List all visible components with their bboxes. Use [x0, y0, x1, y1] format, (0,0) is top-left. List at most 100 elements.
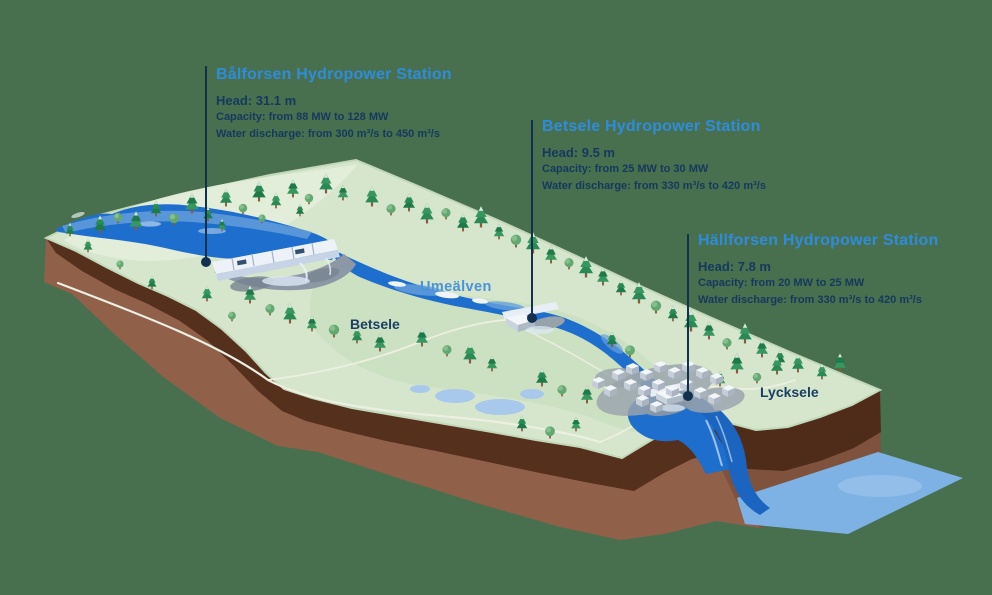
- conifer-tree: [493, 223, 505, 240]
- conifer-tree: [403, 193, 415, 212]
- conifer-tree: [667, 305, 679, 322]
- station-label-betsele: Betsele Hydropower Station Head: 9.5 m C…: [542, 118, 766, 194]
- conifer-tree: [606, 331, 618, 348]
- deciduous-tree: [304, 193, 314, 205]
- building: [694, 387, 707, 399]
- deciduous-tree: [265, 304, 275, 316]
- conifer-tree: [738, 323, 752, 344]
- station-capacity: Capacity: from 25 MW to 30 MW: [542, 163, 709, 175]
- conifer-tree: [83, 238, 93, 253]
- conifer-tree: [730, 353, 744, 374]
- conifer-tree: [578, 256, 594, 278]
- conifer-tree: [615, 279, 627, 296]
- conifer-tree: [287, 179, 299, 198]
- building: [668, 367, 681, 379]
- conifer-tree: [416, 328, 428, 347]
- building: [710, 373, 723, 385]
- building: [708, 393, 721, 405]
- building: [650, 401, 663, 413]
- building: [624, 379, 637, 391]
- conifer-tree: [571, 416, 581, 432]
- deciduous-tree: [441, 208, 451, 220]
- leader-lines: [201, 66, 693, 401]
- balforsen-dam: [212, 239, 356, 292]
- conifer-tree: [792, 354, 804, 373]
- dam-wall-shade: [216, 250, 340, 281]
- conifer-tree: [319, 173, 333, 194]
- conifer-tree: [147, 275, 157, 290]
- soil-dark-stratum: [46, 238, 881, 491]
- valley-shading: [309, 262, 700, 435]
- deciduous-tree: [510, 234, 522, 248]
- station-title: Betsele Hydropower Station: [542, 118, 761, 135]
- station-head: Head: 31.1 m: [216, 93, 297, 108]
- building: [592, 377, 605, 389]
- building: [666, 385, 679, 397]
- reservoir-shallow-edge: [62, 210, 312, 239]
- conifer-tree: [337, 184, 349, 201]
- building: [722, 385, 735, 397]
- deciduous-tree: [169, 213, 179, 226]
- conifer-tree: [536, 368, 548, 387]
- conifer-tree: [516, 415, 528, 432]
- conifer-tree: [420, 203, 434, 224]
- building: [612, 369, 625, 381]
- station-title: Hällforsen Hydropower Station: [698, 232, 939, 249]
- station-head: Head: 7.8 m: [698, 259, 771, 274]
- deciduous-tree: [328, 324, 340, 338]
- building: [640, 369, 653, 381]
- leader-dot-balforsen: [201, 257, 211, 267]
- lycksele-buildings: [592, 361, 735, 413]
- conifer-tree: [457, 213, 469, 232]
- deciduous-tree: [650, 300, 662, 314]
- deciduous-tree: [386, 204, 396, 216]
- deciduous-tree: [113, 212, 123, 224]
- deciduous-tree: [116, 260, 124, 270]
- building: [654, 361, 667, 373]
- deciduous-tree: [752, 372, 762, 384]
- conifer-tree: [217, 218, 227, 232]
- conifer-tree: [129, 211, 143, 231]
- conifer-tree: [185, 193, 199, 214]
- leader-dot-betsele: [527, 313, 537, 323]
- deciduous-tree: [557, 385, 567, 397]
- conifer-tree: [703, 321, 715, 340]
- building: [626, 363, 639, 375]
- conifer-tree: [581, 385, 593, 404]
- town-label-betsele: Betsele: [350, 316, 400, 332]
- conifer-tree: [244, 285, 256, 304]
- station-capacity: Capacity: from 88 MW to 128 MW: [216, 111, 389, 123]
- conifer-tree: [306, 315, 318, 332]
- conifer-tree: [473, 206, 489, 228]
- station-discharge: Water discharge: from 330 m³/s to 420 m³…: [698, 293, 922, 306]
- conifer-tree: [201, 285, 213, 302]
- building: [696, 367, 709, 379]
- conifer-tree: [65, 222, 75, 237]
- station-discharge: Water discharge: from 330 m³/s to 420 m³…: [542, 179, 766, 192]
- river-name-label: Umeälven: [420, 279, 492, 295]
- station-head: Head: 9.5 m: [542, 145, 615, 160]
- leader-dot-hallforsen: [683, 391, 693, 401]
- conifer-tree: [252, 181, 266, 202]
- station-title: Bålforsen Hydropower Station: [216, 66, 452, 83]
- conifer-tree: [374, 333, 386, 352]
- station-capacity: Capacity: from 20 MW to 25 MW: [698, 277, 865, 289]
- town-label-lycksele: Lycksele: [760, 384, 819, 400]
- conifer-tree: [756, 339, 768, 358]
- conifer-tree: [834, 353, 846, 372]
- conifer-tree: [545, 245, 557, 264]
- conifer-tree: [597, 267, 609, 286]
- building: [604, 385, 617, 397]
- deciduous-tree: [258, 214, 266, 224]
- conifer-tree: [351, 327, 363, 344]
- conifer-tree: [365, 186, 379, 207]
- conifer-tree: [150, 200, 162, 217]
- pool-highlight: [838, 475, 922, 497]
- conifer-tree: [94, 215, 106, 234]
- conifer-tree: [270, 192, 282, 209]
- conifer-tree: [283, 303, 297, 324]
- deciduous-tree: [625, 345, 635, 358]
- conifer-tree: [463, 343, 477, 364]
